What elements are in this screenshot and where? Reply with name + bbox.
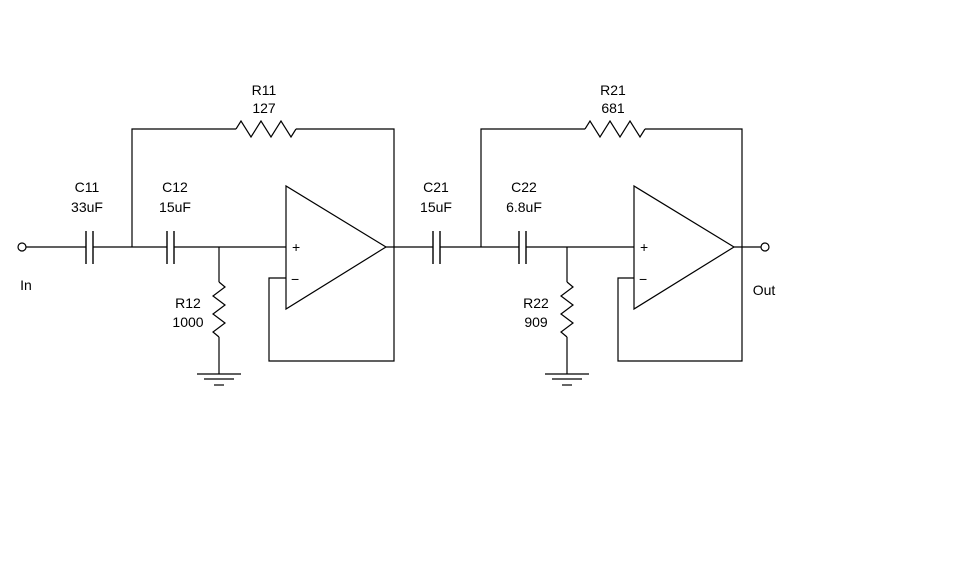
input-terminal (17, 242, 27, 252)
c12-ref-label: C12 (162, 179, 188, 195)
c22-value-label: 6.8uF (506, 199, 542, 215)
c11-value-label: 33uF (71, 199, 103, 215)
opamp-plus-pin: + (292, 239, 300, 255)
c22-ref-label: C22 (511, 179, 537, 195)
output-port-label: Out (753, 282, 776, 298)
resistor-r12 (212, 281, 226, 338)
capacitor-c12 (166, 231, 175, 264)
c21-value-label: 15uF (420, 199, 452, 215)
c12-value-label: 15uF (159, 199, 191, 215)
r21-ref-label: R21 (600, 82, 626, 98)
resistor-r22 (560, 281, 574, 338)
ground-symbol (545, 373, 589, 386)
wire (268, 247, 395, 362)
opamp-2: + − (633, 184, 736, 311)
wire (617, 247, 743, 362)
r12-value-label: 1000 (172, 314, 203, 330)
resistor-r21 (584, 119, 646, 139)
ground-symbol (197, 373, 241, 386)
r22-value-label: 909 (524, 314, 548, 330)
wire (480, 128, 585, 247)
opamp-minus-pin: − (639, 271, 647, 287)
capacitor-c21 (432, 231, 441, 264)
capacitor-c22 (518, 231, 527, 264)
r21-value-label: 681 (601, 100, 625, 116)
wire (645, 128, 743, 247)
wire (296, 128, 395, 247)
input-port-label: In (20, 277, 32, 293)
r11-ref-label: R11 (252, 82, 277, 98)
r22-ref-label: R22 (523, 295, 549, 311)
r11-value-label: 127 (252, 100, 276, 116)
wire (131, 128, 236, 247)
resistor-r11 (235, 119, 297, 139)
opamp-plus-pin: + (640, 239, 648, 255)
c21-ref-label: C21 (423, 179, 449, 195)
output-terminal (760, 242, 770, 252)
opamp-minus-pin: − (291, 271, 299, 287)
capacitor-c11 (85, 231, 94, 264)
c11-ref-label: C11 (75, 179, 100, 195)
opamp-1: + − (285, 184, 388, 311)
r12-ref-label: R12 (175, 295, 201, 311)
